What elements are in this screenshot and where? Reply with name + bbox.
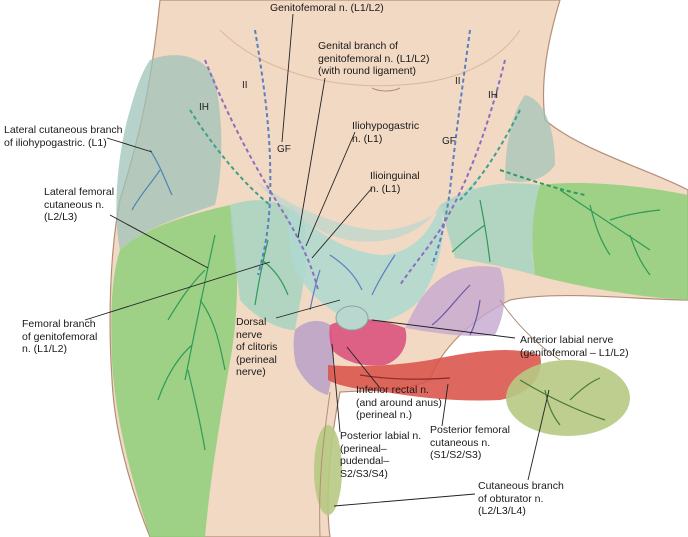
label-obturator: Cutaneous branch of obturator n. (L2/L3/… xyxy=(478,480,564,517)
region-ii-left: II xyxy=(242,80,248,91)
leader-inferior-rectal xyxy=(346,346,381,389)
leader-lateral-femoral-cutaneous xyxy=(109,214,209,269)
nerve-iliohypogastric-left xyxy=(189,109,271,206)
label-lateral-femoral-cutaneous: Lateral femoral cutaneous n. (L2/L3) xyxy=(44,186,115,223)
zone-obturator-right xyxy=(506,360,630,436)
nerve-lateral-cutaneous-left-branches xyxy=(131,149,173,211)
label-anterior-labial: Anterior labial nerve (genitofemoral – L… xyxy=(520,334,629,359)
label-genital-branch: Genital branch of genitofemoral n. (L1/L… xyxy=(318,40,430,77)
navel xyxy=(371,87,401,92)
leader-ilioinguinal xyxy=(311,187,373,259)
leader-obturator-right xyxy=(527,389,550,481)
leader-dorsal-nerve xyxy=(275,299,341,319)
nerve-femoral-branch-left xyxy=(254,239,289,306)
nerve-lateral-femoral-right xyxy=(499,169,586,196)
label-genitofemoral: Genitofemoral n. (L1/L2) xyxy=(270,2,384,14)
zone-iliohypogastric-band xyxy=(255,175,480,242)
leader-posterior-labial xyxy=(331,343,341,433)
nerve-lateral-femoral-right-branches xyxy=(559,189,661,276)
nerve-courses xyxy=(189,29,586,291)
nerve-iliohypogastric-right xyxy=(459,109,521,201)
label-dorsal-nerve: Dorsal nerve of clitoris (perineal nerve… xyxy=(236,316,278,378)
zone-lateral-femoral-cutaneous-left xyxy=(111,205,237,537)
label-posterior-femoral: Posterior femoral cutaneous n. (S1/S2/S3… xyxy=(430,424,510,461)
zone-dorsal-clitoris xyxy=(293,320,334,395)
leader-anterior-labial xyxy=(371,319,516,339)
region-gf-left: GF xyxy=(277,144,291,155)
nerve-genitofemoral-right xyxy=(431,29,471,266)
region-ii-right: II xyxy=(455,76,461,87)
leader-posterior-femoral xyxy=(441,383,449,427)
nerve-posterior-femoral-branches xyxy=(359,374,451,380)
labia xyxy=(335,305,369,331)
leader-genital-branch xyxy=(297,77,326,239)
region-ih-left: IH xyxy=(199,102,209,113)
nerve-genitofemoral-left xyxy=(254,29,272,276)
zone-ilioinguinal-mons xyxy=(288,205,444,324)
zone-posterior-femoral-cutaneous xyxy=(328,350,541,401)
label-inferior-rectal: Inferior rectal n. (and around anus) (pe… xyxy=(356,384,442,421)
label-ilioinguinal: Ilioinguinal n. (L1) xyxy=(370,170,420,195)
zone-lateral-femoral-cutaneous-right xyxy=(532,183,688,300)
label-femoral-branch: Femoral branch of genitofemoral n. (L1/L… xyxy=(22,318,98,355)
region-gf-right: GF xyxy=(442,136,456,147)
nerve-femoral-branch-right xyxy=(451,199,491,263)
leader-genitofemoral xyxy=(281,13,294,143)
zone-obturator-left xyxy=(314,425,342,515)
label-posterior-labial: Posterior labial n. (perineal– pudendal–… xyxy=(340,430,422,480)
nerve-mons-branches xyxy=(309,254,396,311)
zone-femoral-branch-genitofemoral-right xyxy=(440,183,540,275)
leader-femoral-branch xyxy=(84,261,271,321)
nerve-ilioinguinal-right xyxy=(399,59,506,286)
nerve-ilioinguinal-left xyxy=(204,59,319,291)
leader-obturator-left xyxy=(333,493,476,507)
nerve-lateral-femoral-left-branches xyxy=(157,234,226,451)
leader-iliohypogastric xyxy=(305,131,356,247)
label-lateral-cutaneous-iliohypogastric: Lateral cutaneous branch of iliohypogast… xyxy=(4,124,123,149)
region-ih-right: IH xyxy=(488,90,498,101)
nerve-branches xyxy=(131,149,661,451)
thigh-contour xyxy=(319,391,331,537)
thigh-contour-right xyxy=(499,299,561,361)
zone-inferior-rectal xyxy=(329,318,407,366)
leader-lateral-cutaneous-iliohypogastric xyxy=(106,137,153,153)
label-iliohypogastric: Iliohypogastric n. (L1) xyxy=(352,120,420,145)
leader-lines xyxy=(84,13,550,507)
nerve-obturator-right-branches xyxy=(519,377,606,426)
zone-lateral-cutaneous-iliohypogastric xyxy=(116,55,222,251)
